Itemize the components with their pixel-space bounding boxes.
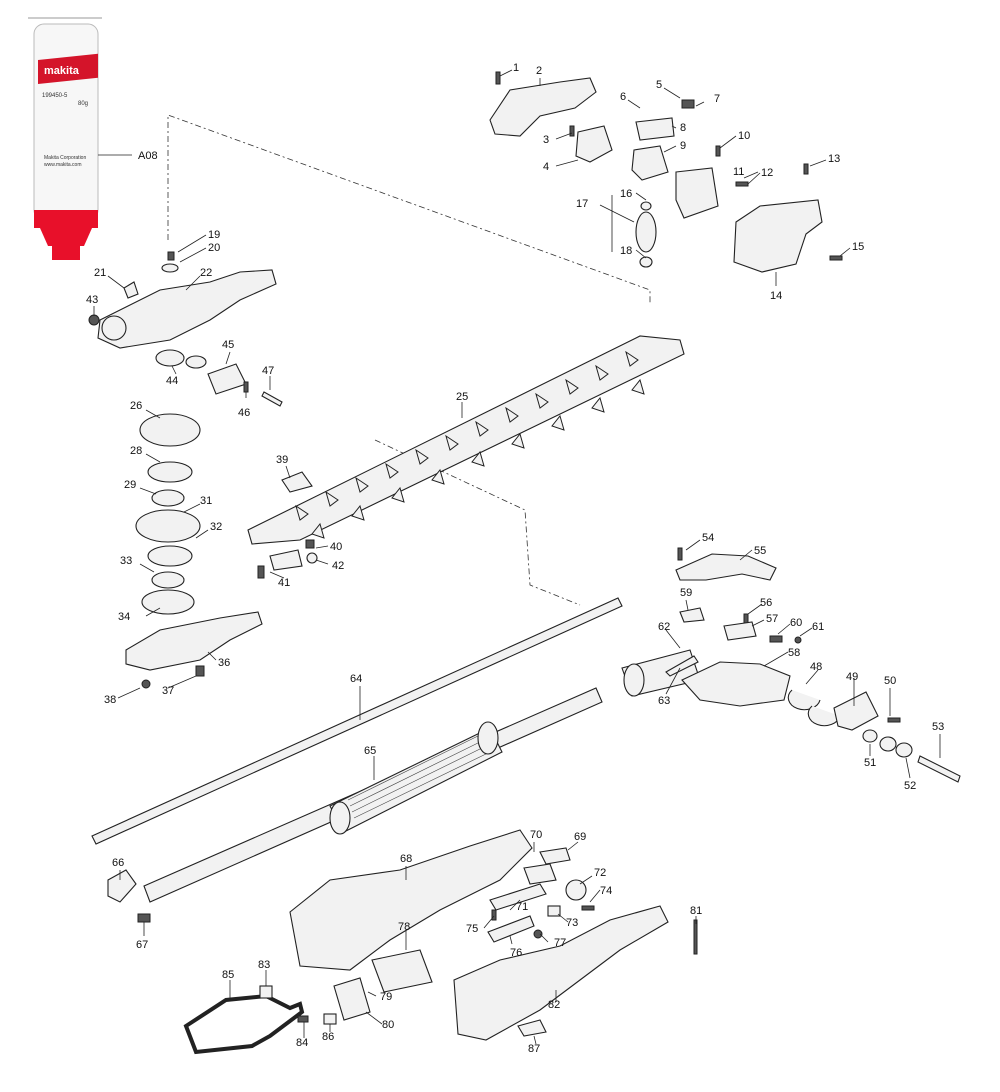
part-label-58: 58	[788, 647, 800, 659]
part-label-17: 17	[576, 198, 588, 210]
part-label-81: 81	[690, 905, 702, 917]
part-label-70: 70	[530, 829, 542, 841]
part-label-57: 57	[766, 613, 778, 625]
tube-maker: Makita Corporation	[44, 155, 86, 161]
part-label-56: 56	[760, 597, 772, 609]
part-label-41: 41	[278, 577, 290, 589]
grease-tube: makita 199450-5 80g Makita Corporation w…	[28, 17, 158, 260]
part-label-43: 43	[86, 294, 98, 306]
part-label-36: 36	[218, 657, 230, 669]
part-label-26: 26	[130, 400, 142, 412]
part-label-45: 45	[222, 339, 234, 351]
callout-a08: A08	[138, 150, 158, 162]
part-label-47: 47	[262, 365, 274, 377]
part-label-78: 78	[398, 921, 410, 933]
part-label-52: 52	[904, 780, 916, 792]
part-label-5: 5	[656, 79, 662, 91]
part-label-18: 18	[620, 245, 632, 257]
part-label-87: 87	[528, 1043, 540, 1055]
part-number-labels: 1 2 3 4 5 6 7 8 9 10 11 12 13 14 15 16 1…	[86, 62, 944, 1055]
part-label-83: 83	[258, 959, 270, 971]
makita-logo-text: makita	[44, 65, 80, 77]
part-label-49: 49	[846, 671, 858, 683]
part-label-33: 33	[120, 555, 132, 567]
part-label-55: 55	[754, 545, 766, 557]
part-label-2: 2	[536, 65, 542, 77]
part-label-42: 42	[332, 560, 344, 572]
tube-weight: 80g	[78, 101, 88, 107]
part-label-21: 21	[94, 267, 106, 279]
part-label-53: 53	[932, 721, 944, 733]
part-label-80: 80	[382, 1019, 394, 1031]
part-label-15: 15	[852, 241, 864, 253]
part-label-77: 77	[554, 937, 566, 949]
part-label-74: 74	[600, 885, 612, 897]
part-label-4: 4	[543, 161, 549, 173]
part-label-85: 85	[222, 969, 234, 981]
part-label-44: 44	[166, 375, 178, 387]
part-label-76: 76	[510, 947, 522, 959]
part-label-39: 39	[276, 454, 288, 466]
shaft-assembly	[91, 597, 623, 903]
part-label-60: 60	[790, 617, 802, 629]
part-label-16: 16	[620, 188, 632, 200]
part-label-37: 37	[162, 685, 174, 697]
part-label-10: 10	[738, 130, 750, 142]
part-label-71: 71	[516, 901, 528, 913]
tube-part-code: 199450-5	[42, 93, 68, 99]
part-label-86: 86	[322, 1031, 334, 1043]
part-label-46: 46	[238, 407, 250, 419]
tube-website: www.makita.com	[44, 162, 82, 168]
part-label-25: 25	[456, 391, 468, 403]
main-housing-group	[107, 829, 698, 1055]
part-label-31: 31	[200, 495, 212, 507]
part-label-48: 48	[810, 661, 822, 673]
part-label-3: 3	[543, 134, 549, 146]
part-label-22: 22	[200, 267, 212, 279]
part-label-75: 75	[466, 923, 478, 935]
part-label-73: 73	[566, 917, 578, 929]
part-label-65: 65	[364, 745, 376, 757]
part-label-20: 20	[208, 242, 220, 254]
part-label-29: 29	[124, 479, 136, 491]
leader-lines	[93, 69, 941, 1045]
part-label-66: 66	[112, 857, 124, 869]
part-label-40: 40	[330, 541, 342, 553]
part-label-68: 68	[400, 853, 412, 865]
part-label-32: 32	[210, 521, 222, 533]
part-label-1: 1	[513, 62, 519, 74]
part-label-63: 63	[658, 695, 670, 707]
part-label-8: 8	[680, 122, 686, 134]
hedge-blade	[247, 335, 685, 579]
part-label-34: 34	[118, 611, 130, 623]
part-label-14: 14	[770, 290, 782, 302]
part-label-62: 62	[658, 621, 670, 633]
part-label-7: 7	[714, 93, 720, 105]
gear-housing-group	[88, 251, 283, 689]
part-label-12: 12	[761, 167, 773, 179]
part-label-79: 79	[380, 991, 392, 1003]
part-label-19: 19	[208, 229, 220, 241]
part-label-59: 59	[680, 587, 692, 599]
part-label-11: 11	[733, 166, 744, 178]
part-label-28: 28	[130, 445, 142, 457]
part-label-69: 69	[574, 831, 586, 843]
part-label-82: 82	[548, 999, 560, 1011]
part-label-50: 50	[884, 675, 896, 687]
assembly-guide-lines	[167, 114, 651, 606]
part-label-84: 84	[296, 1037, 308, 1049]
part-label-13: 13	[828, 153, 840, 165]
part-label-38: 38	[104, 694, 116, 706]
rear-connector-group	[621, 547, 961, 783]
part-label-54: 54	[702, 532, 714, 544]
part-label-9: 9	[680, 140, 686, 152]
part-label-67: 67	[136, 939, 148, 951]
part-label-72: 72	[594, 867, 606, 879]
part-label-6: 6	[620, 91, 626, 103]
motor-housing-group	[489, 71, 843, 273]
part-label-61: 61	[812, 621, 824, 633]
part-label-51: 51	[864, 757, 876, 769]
part-label-64: 64	[350, 673, 362, 685]
